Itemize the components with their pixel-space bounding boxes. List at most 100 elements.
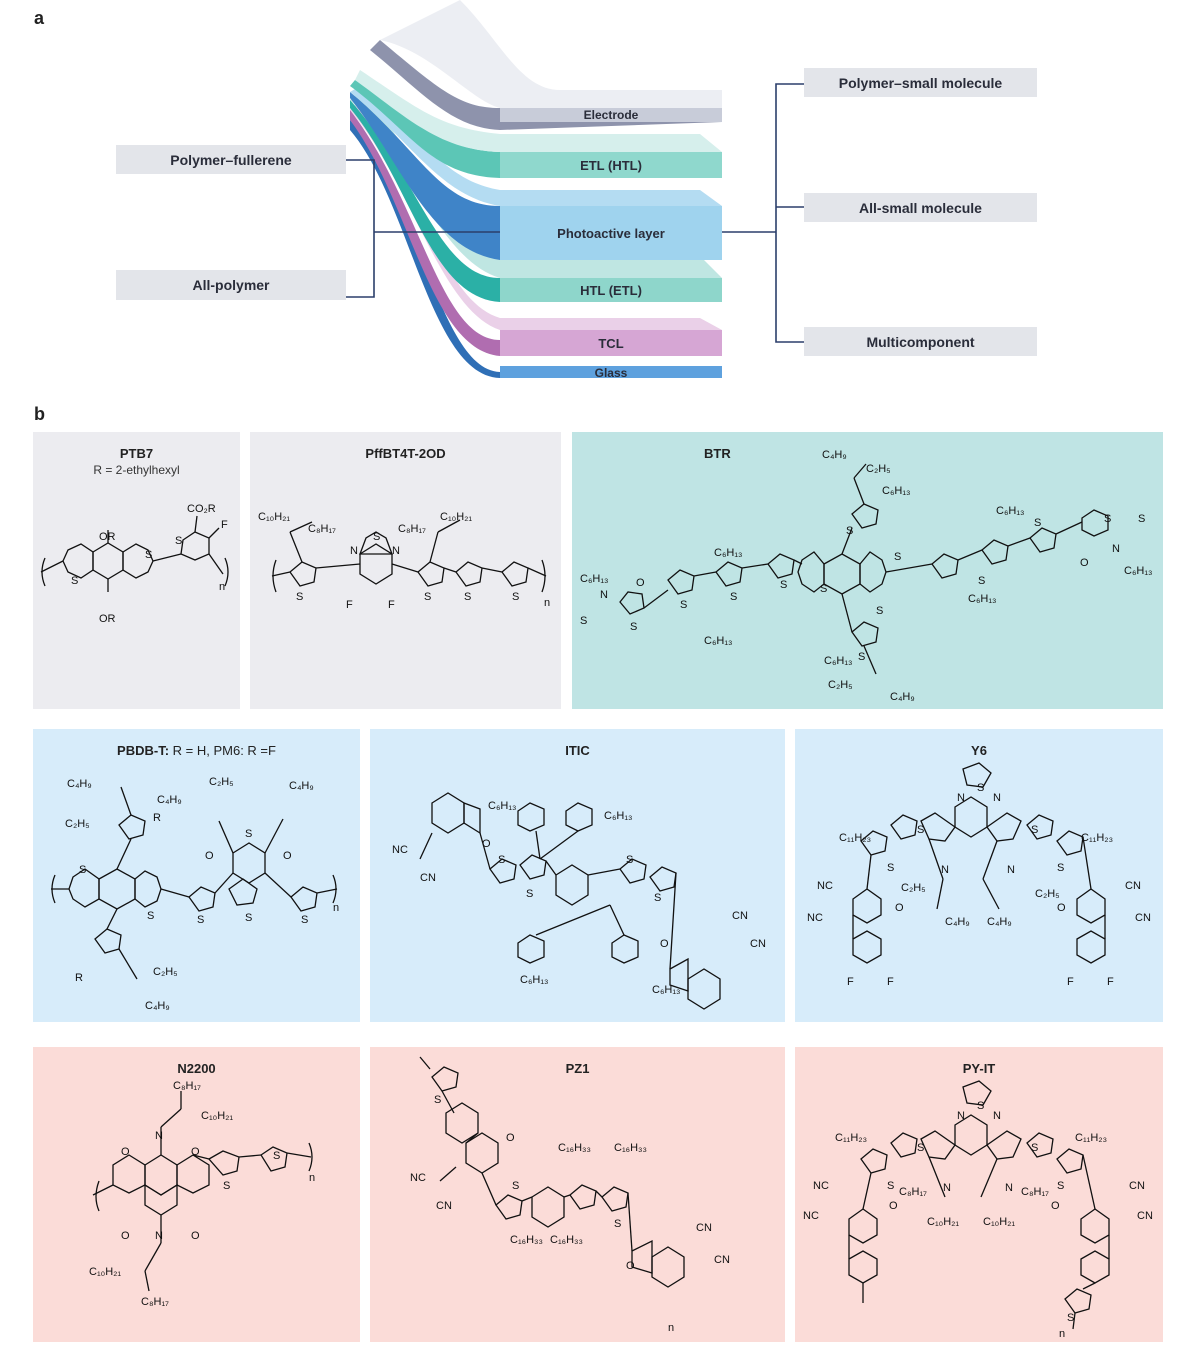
card-y6-title: Y6 — [971, 743, 987, 758]
atom-itic-cn2: CN — [732, 910, 748, 922]
card-py-it: PY-IT N S N C₁₁H₂ — [795, 1047, 1163, 1342]
atom-pbdb-c2-m: C₂H₅ — [209, 776, 234, 788]
atom-btr-c6-r1: C₆H₁₃ — [996, 505, 1025, 517]
card-ptb7-subtitle: R = 2-ethylhexyl — [93, 463, 180, 477]
atom-btr-c4-bottom: C₄H₉ — [890, 691, 915, 703]
atom-y6-n4: N — [1007, 864, 1015, 876]
atom-pyit-s2: S — [1031, 1142, 1038, 1154]
atom-ptb7-or-top: OR — [99, 531, 116, 543]
atom-y6-cn2: CN — [1135, 912, 1151, 924]
atom-pffbt-s2: S — [424, 591, 431, 603]
atom-y6-s2: S — [1031, 824, 1038, 836]
atom-pbdb-c4-bottom: C₄H₉ — [145, 1000, 170, 1012]
htl-layer — [500, 278, 722, 302]
atom-n2200-n-bottom: N — [155, 1230, 163, 1242]
atom-pyit-s4: S — [1057, 1180, 1064, 1192]
atom-pz1-cn3: CN — [714, 1254, 730, 1266]
atom-btr-s-l5: S — [780, 579, 787, 591]
atom-btr-s-b1: S — [858, 651, 865, 663]
atom-n2200-o2: O — [191, 1146, 200, 1158]
card-n2200: N2200 C₈H₁₇ C₁₀H₂₁ N O O S S — [33, 1047, 360, 1342]
structure-py-it: N S N C₁₁H₂₃ C₁₁H₂₃ S S S S N N NC NC CN… — [803, 1080, 1153, 1340]
atom-pbdb-o1: O — [205, 850, 214, 862]
left-bracket — [346, 159, 500, 298]
atom-itic-s2: S — [526, 888, 533, 900]
atom-itic-c6-1: C₆H₁₃ — [488, 800, 517, 812]
atom-ptb7-f: F — [221, 519, 228, 531]
atom-pbdb-c4-r: C₄H₉ — [289, 780, 314, 792]
atom-btr-c6-nl: C₆H₁₃ — [580, 573, 609, 585]
atom-pz1-n: n — [668, 1322, 674, 1334]
atom-pz1-c16-1: C₁₆H₃₃ — [558, 1142, 591, 1154]
photoactive-label: Photoactive layer — [557, 226, 665, 241]
atom-pz1-nc: NC — [410, 1172, 426, 1184]
atom-y6-cn1: CN — [1125, 880, 1141, 892]
atom-ptb7-co2r: CO₂R — [187, 503, 216, 515]
atom-pyit-nc2: NC — [803, 1210, 819, 1222]
atom-pbdb-r-bottom: R — [75, 972, 83, 984]
card-pz1-title: PZ1 — [565, 1061, 590, 1076]
atom-y6-s1: S — [917, 824, 924, 836]
structure-pbdb-t: C₄H₉ C₂H₅ R C₄H₉ C₂H₅ C₄H₉ S O O S S S S… — [51, 776, 339, 1012]
card-itic-title: ITIC — [565, 743, 590, 758]
atom-y6-c11-l: C₁₁H₂₃ — [839, 832, 871, 844]
atom-pbdb-c2-l: C₂H₅ — [65, 818, 90, 830]
card-ptb7: PTB7 R = 2-ethylhexyl OR OR S S S CO₂R F… — [33, 432, 240, 709]
atom-pyit-s3: S — [887, 1180, 894, 1192]
atom-y6-c4-l: C₄H₉ — [945, 916, 970, 928]
card-pffbt4t-title: PffBT4T-2OD — [365, 446, 446, 461]
atom-pz1-o1: O — [506, 1132, 515, 1144]
atom-btr-n-left: N — [600, 589, 608, 601]
atom-btr-s-b2: S — [876, 605, 883, 617]
atom-pyit-n2: N — [993, 1110, 1001, 1122]
card-pbdb-t: PBDB-T: R = H, PM6: R =F C₄H₉ — [33, 729, 360, 1022]
atom-pz1-c16-4: C₁₆H₃₃ — [550, 1234, 583, 1246]
atom-btr-s-r3: S — [1034, 517, 1041, 529]
atom-pffbt-n1: N — [350, 545, 358, 557]
card-pbdb-t-title: PBDB-T: — [117, 743, 170, 758]
atom-btr-c2-bottom: C₂H₅ — [828, 679, 853, 691]
card-n2200-title: N2200 — [177, 1061, 216, 1076]
atom-y6-f3: F — [1067, 976, 1074, 988]
etl-layer — [500, 152, 722, 178]
etl-top-ribbon — [350, 86, 722, 206]
atom-pyit-cn2: CN — [1137, 1210, 1153, 1222]
atom-y6-c11-r: C₁₁H₂₃ — [1081, 832, 1113, 844]
panel-b-letter: b — [34, 404, 45, 424]
atom-pyit-nc1: NC — [813, 1180, 829, 1192]
atom-pffbt-n: n — [544, 597, 550, 609]
atom-n2200-o3: O — [121, 1230, 130, 1242]
atom-pyit-c10-l: C₁₀H₂₁ — [927, 1216, 959, 1228]
atom-btr-s-l3: S — [680, 599, 687, 611]
atom-btr-s-l2: S — [630, 621, 637, 633]
atom-itic-c6-3: C₆H₁₃ — [520, 974, 549, 986]
structure-y6: N S N C₁₁H₂₃ C₁₁H₂₃ S S S S N N C₂H₅ C₂H… — [807, 762, 1151, 988]
atom-n2200-c8-bottom: C₈H₁₇ — [141, 1296, 169, 1308]
atom-btr-s-l1: S — [580, 615, 587, 627]
atom-itic-s1: S — [498, 854, 505, 866]
atom-btr-c6-l1: C₆H₁₃ — [714, 547, 743, 559]
atom-pbdb-c2-bottom: C₂H₅ — [153, 966, 178, 978]
atom-y6-f1: F — [847, 976, 854, 988]
atom-y6-nc1: NC — [817, 880, 833, 892]
atom-pbdb-c4-l: C₄H₉ — [67, 778, 92, 790]
atom-pz1-c16-2: C₁₆H₃₃ — [614, 1142, 647, 1154]
atom-y6-c2-l: C₂H₅ — [901, 882, 926, 894]
atom-y6-o2: O — [1057, 902, 1066, 914]
atom-pz1-s2: S — [614, 1218, 621, 1230]
atom-btr-s-l4: S — [730, 591, 737, 603]
atom-pyit-n: n — [1059, 1328, 1065, 1340]
atom-itic-cn3: CN — [750, 938, 766, 950]
card-btr: BTR — [572, 432, 1163, 709]
atom-n2200-o1: O — [121, 1146, 130, 1158]
atom-n2200-c10-top: C₁₀H₂₁ — [201, 1110, 233, 1122]
htl-label: HTL (ETL) — [580, 283, 642, 298]
atom-pffbt-c10-left: C₁₀H₂₁ — [258, 511, 290, 523]
atom-pz1-cn2: CN — [696, 1222, 712, 1234]
atom-pffbt-n2: N — [392, 545, 400, 557]
atom-itic-c6-4: C₆H₁₃ — [652, 984, 681, 996]
card-pz1: PZ1 S O C₁₆H₃₃ C₁₆H₃₃ NC CN S — [370, 1047, 785, 1342]
atom-pyit-o1: O — [889, 1200, 898, 1212]
electrode-ribbon — [370, 40, 722, 130]
atom-pyit-c8-r: C₈H₁₇ — [1021, 1186, 1049, 1198]
